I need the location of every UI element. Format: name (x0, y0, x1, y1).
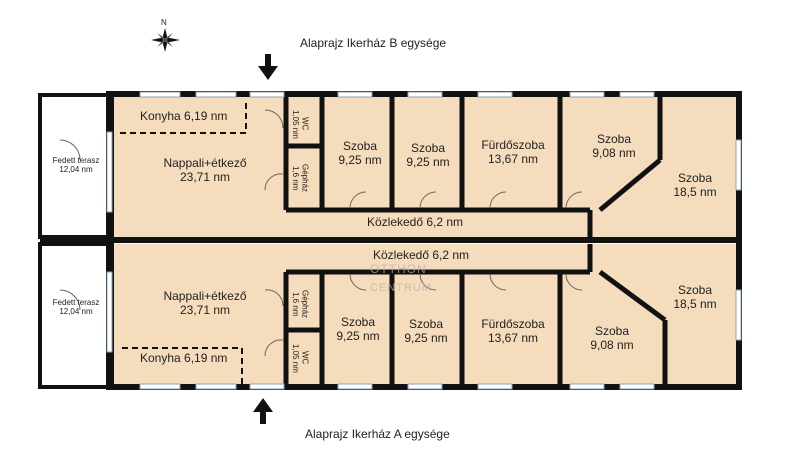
room-name: Gépház (300, 289, 310, 319)
compass-rose-icon (151, 28, 180, 52)
room-area: 13,67 nm (487, 151, 539, 166)
interior-walls-a (283, 244, 668, 384)
room-name: Gépház (300, 163, 310, 193)
room-area: 9,08 nm (590, 337, 634, 352)
floors (112, 97, 736, 384)
room-area: 9,25 nm (338, 152, 382, 167)
room-area: 1,6 nm (291, 165, 301, 191)
room-furdo-b: Fürdőszoba 13,67 nm (468, 138, 558, 167)
room-nappali-a: Nappali+étkező 23,71 nm (150, 289, 260, 318)
room-name: Fürdőszoba (481, 138, 545, 152)
room-name: Fürdőszoba (481, 317, 545, 331)
room-area: 12,04 nm (59, 165, 93, 175)
room-wc-b: WC 1,05 nm (291, 104, 309, 144)
interior-walls-b (283, 97, 663, 237)
room-name: WC (300, 117, 310, 131)
room-szoba2-b: Szoba 9,25 nm (398, 141, 458, 170)
room-name: Nappali+étkező (163, 289, 247, 303)
compass-north-label: N (161, 18, 167, 27)
room-szoba2-a: Szoba 9,25 nm (396, 317, 456, 346)
room-area: 23,71 nm (179, 169, 231, 184)
room-name: Szoba (677, 171, 713, 185)
room-szoba3-b: Szoba 9,08 nm (584, 132, 644, 161)
room-szoba4-a: Szoba 18,5 nm (660, 283, 730, 312)
caption-unit-a: Alaprajz Ikerház A egysége (305, 427, 450, 441)
kitchen-counters (120, 100, 247, 384)
room-name: Szoba (340, 315, 376, 329)
room-area: 18,5 nm (673, 184, 717, 199)
room-szoba4-b: Szoba 18,5 nm (660, 171, 730, 200)
room-name: Fedett terasz (52, 298, 100, 307)
room-szoba1-a: Szoba 9,25 nm (328, 315, 388, 344)
room-wc-a: WC 1,05 nm (291, 338, 309, 378)
room-area: 9,08 nm (592, 145, 636, 160)
room-area: 1,05 nm (291, 109, 301, 139)
room-terasz-b: Fedett terasz 12,04 nm (46, 156, 106, 174)
door-swings (59, 109, 583, 357)
room-gephaz-a: Gépház 1,6 nm (291, 282, 309, 326)
room-szoba3-a: Szoba 9,08 nm (582, 324, 642, 353)
room-name: Szoba (677, 283, 713, 297)
windows (106, 91, 742, 390)
room-furdo-a: Fürdőszoba 13,67 nm (468, 317, 558, 346)
room-area: 9,25 nm (406, 154, 450, 169)
room-terasz-a: Fedett terasz 12,04 nm (46, 298, 106, 316)
room-name: Szoba (594, 324, 630, 338)
watermark-line1: OTTHON (370, 262, 427, 276)
watermark-line2: CENTRUM (370, 282, 432, 294)
room-area: 23,71 nm (179, 302, 231, 317)
room-name: WC (300, 351, 310, 365)
room-name: Szoba (410, 141, 446, 155)
room-area: 18,5 nm (673, 296, 717, 311)
room-konyha-a: Konyha 6,19 nm (140, 351, 228, 365)
room-area: 9,25 nm (404, 330, 448, 345)
room-konyha-b: Konyha 6,19 nm (140, 109, 228, 123)
room-kozlekedo-a: Közlekedő 6,2 nm (372, 248, 470, 262)
room-gephaz-b: Gépház 1,6 nm (291, 154, 309, 202)
room-name: Nappali+étkező (163, 156, 247, 170)
room-name: Fedett terasz (52, 156, 100, 165)
room-area: 13,67 nm (487, 330, 539, 345)
entry-arrows (253, 54, 278, 424)
room-name: Szoba (596, 132, 632, 146)
room-name: Szoba (408, 317, 444, 331)
caption-unit-b: Alaprajz Ikerház B egysége (300, 36, 447, 50)
room-area: 12,04 nm (59, 307, 93, 317)
room-szoba1-b: Szoba 9,25 nm (330, 139, 390, 168)
room-area: 1,05 nm (291, 343, 301, 373)
room-kozlekedo-b: Közlekedő 6,2 nm (366, 215, 464, 229)
room-area: 9,25 nm (336, 328, 380, 343)
room-area: 1,6 nm (291, 291, 301, 317)
room-name: Szoba (342, 139, 378, 153)
room-nappali-b: Nappali+étkező 23,71 nm (150, 156, 260, 185)
